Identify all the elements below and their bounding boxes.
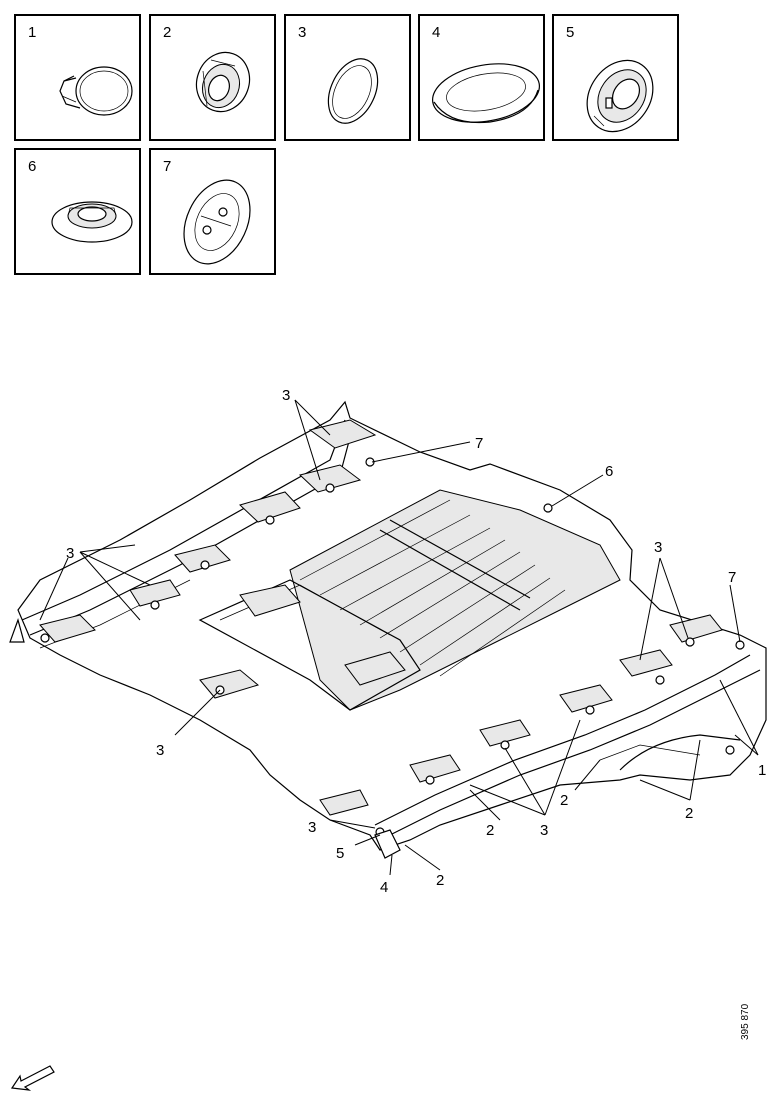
part-number: 7 — [163, 158, 172, 175]
part-number: 6 — [28, 158, 37, 175]
callout-label: 3 — [156, 742, 164, 759]
part-number: 2 — [163, 24, 172, 41]
plug-3-icon — [327, 58, 379, 124]
left-sill — [21, 419, 346, 621]
callout-label: 2 — [560, 792, 568, 809]
callout-label: 4 — [380, 879, 388, 896]
floor-pan-diagram: 3 7 6 3 7 3 3 1 2 2 2 3 3 5 2 4 — [9, 387, 767, 896]
grommet-2-icon — [195, 51, 251, 113]
callout-label: 3 — [308, 819, 316, 836]
callout-label: 3 — [540, 822, 548, 839]
arrow-front-left-icon — [10, 1065, 55, 1091]
callout-label: 5 — [336, 845, 344, 862]
reference-code: 395 870 — [740, 1003, 751, 1040]
part-number: 3 — [298, 24, 307, 41]
part-number: 1 — [28, 24, 37, 41]
callout-label: 3 — [66, 545, 74, 562]
leader-lines — [39, 399, 759, 876]
callout-label: 3 — [282, 387, 290, 404]
part-box-3: 3 — [284, 14, 411, 141]
callout-label: 3 — [654, 539, 662, 556]
callout-label: 7 — [728, 569, 736, 586]
part-box-1: 1 — [14, 14, 141, 141]
floor-tunnel — [289, 489, 621, 711]
callout-label: 2 — [436, 872, 444, 889]
part-number: 5 — [566, 24, 575, 41]
front-bracket — [374, 829, 401, 859]
grommet-1-icon — [59, 66, 133, 116]
part-box-5: 5 — [552, 14, 679, 141]
part-number: 4 — [432, 24, 441, 41]
callout-label: 2 — [486, 822, 494, 839]
oval-plug-4-icon — [431, 63, 541, 124]
plug-7-icon — [183, 179, 251, 265]
callout-label: 7 — [475, 435, 483, 452]
grommet-6-icon — [51, 201, 133, 243]
right-sill — [379, 669, 761, 841]
part-box-4: 4 — [418, 14, 545, 141]
grommet-5-icon — [586, 59, 654, 133]
part-box-2: 2 — [149, 14, 276, 141]
callout-label: 1 — [758, 762, 766, 779]
part-box-6: 6 — [14, 148, 141, 275]
part-box-7: 7 — [149, 148, 276, 275]
callout-label: 6 — [605, 463, 613, 480]
callout-label: 2 — [685, 805, 693, 822]
crossmember — [198, 579, 421, 711]
